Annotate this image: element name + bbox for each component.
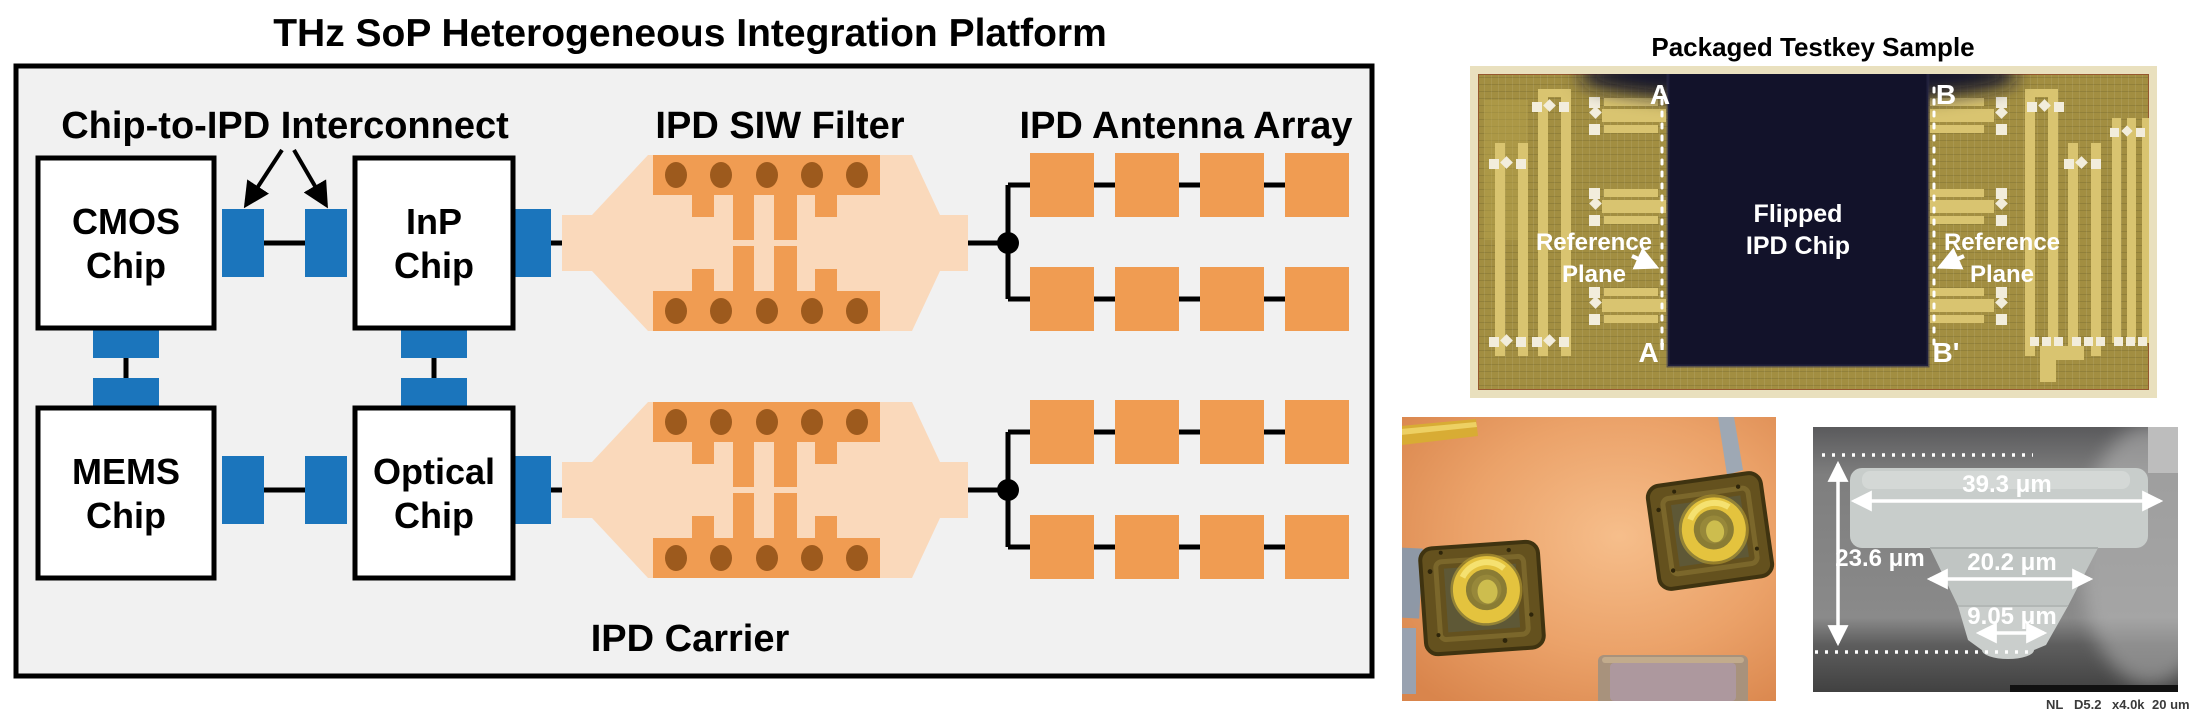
integration-platform-diagram: THz SoP Heterogeneous Integration Platfo… — [13, 12, 1375, 679]
sem-caption-scale: 20 um — [2152, 697, 2190, 712]
mems-chip: MEMS Chip — [35, 405, 217, 581]
bump-micrograph — [1402, 417, 1776, 701]
cmos-chip: CMOS Chip — [35, 155, 217, 331]
inp-chip: InP Chip — [352, 155, 516, 331]
corner-mark — [2040, 346, 2084, 382]
marker-a-prime: A' — [1639, 337, 1666, 368]
probe-stick — [1718, 417, 1743, 475]
svg-text:Chip: Chip — [394, 495, 474, 536]
marker-b: B — [1936, 79, 1956, 110]
interconnect-links — [123, 240, 563, 493]
svg-text:Chip: Chip — [394, 245, 474, 286]
antenna-patches-lower — [1030, 400, 1349, 579]
ref-plane-left-line2: Plane — [1562, 261, 1626, 288]
sem-scale-bar — [2010, 685, 2178, 692]
ref-plane-arrows — [1631, 247, 1965, 270]
svg-text:Chip: Chip — [86, 495, 166, 536]
sem-micrograph: 39.3 μm 23.6 μm 20.2 μm 9.05 μm NL D5.2 … — [1813, 427, 2190, 712]
svg-text:CMOS: CMOS — [72, 201, 180, 242]
antenna-patches-upper — [1030, 153, 1349, 331]
ref-plane-right-line2: Plane — [1970, 261, 2034, 288]
ipd-carrier-label: IPD Carrier — [591, 618, 790, 660]
svg-text:MEMS: MEMS — [72, 451, 180, 492]
ref-plane-left-line1: Reference — [1536, 229, 1652, 256]
testkey-title: Packaged Testkey Sample — [1651, 32, 1974, 62]
filter-vias-upper — [665, 162, 868, 324]
antenna-array-label: IPD Antenna Array — [1020, 105, 1353, 147]
interconnect-arrows — [243, 148, 328, 209]
chip-label-line2: IPD Chip — [1746, 232, 1850, 260]
marker-a: A — [1650, 79, 1670, 110]
diagram-title: THz SoP Heterogeneous Integration Platfo… — [273, 12, 1107, 55]
sem-width-top-label: 39.3 μm — [1962, 471, 2051, 498]
svg-text:Optical: Optical — [373, 451, 495, 492]
sem-caption-d: D5.2 — [2074, 697, 2101, 712]
siw-filter-label: IPD SIW Filter — [655, 105, 904, 147]
feed-junction-lower — [997, 479, 1019, 501]
sem-annotations — [1815, 453, 2164, 654]
sem-caption-nl: NL — [2046, 697, 2063, 712]
antenna-array-lower — [968, 400, 1349, 579]
sem-width-tip-label: 9.05 μm — [1967, 603, 2056, 630]
antenna-array-upper — [968, 153, 1349, 331]
sem-width-mid-label: 20.2 μm — [1967, 549, 2056, 576]
chip-label-line1: Flipped — [1754, 200, 1843, 228]
chip-to-ipd-interconnects — [93, 209, 551, 524]
filter-vias-lower — [665, 409, 868, 571]
interconnect-label: Chip-to-IPD Interconnect — [61, 105, 509, 147]
gold-bump-1 — [1418, 539, 1546, 657]
marker-b-prime: B' — [1933, 337, 1960, 368]
flipped-ipd-chip — [1668, 74, 1928, 366]
siw-filter-upper — [562, 155, 968, 331]
sem-caption-mag: x4.0k — [2112, 697, 2145, 712]
svg-text:InP: InP — [406, 201, 462, 242]
feed-junction-upper — [997, 232, 1019, 254]
testkey-photo: Packaged Testkey Sample — [1470, 32, 2157, 398]
cpw-structures-left — [1484, 89, 1666, 356]
ref-plane-right-line1: Reference — [1944, 229, 2060, 256]
cpw-structures-right — [1930, 89, 2149, 382]
gold-bump-2 — [1645, 471, 1775, 591]
optical-chip: Optical Chip — [352, 405, 516, 581]
svg-text:Chip: Chip — [86, 245, 166, 286]
pad-plate — [1598, 655, 1748, 701]
siw-filter-lower — [562, 402, 968, 578]
sem-height-label: 23.6 μm — [1835, 545, 1924, 572]
reference-plane-lines — [1660, 86, 1936, 354]
